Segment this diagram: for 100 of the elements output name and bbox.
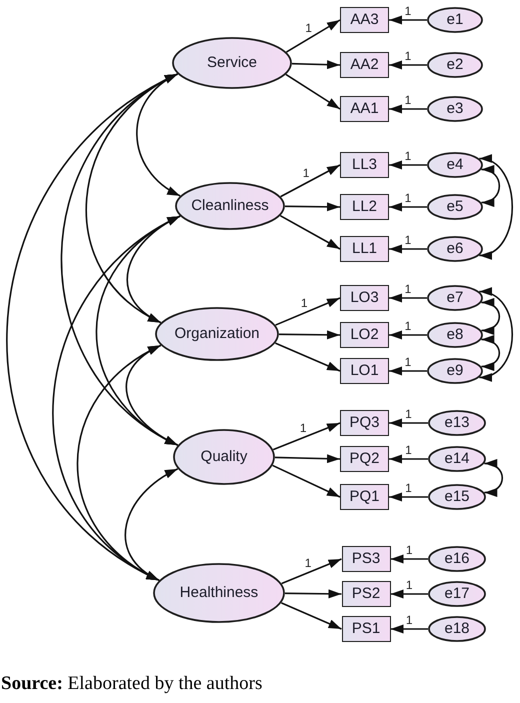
error-term-ellipse [427, 236, 483, 262]
latent-variable-ellipse [175, 182, 285, 230]
error-term-name: e9 [446, 362, 464, 380]
error-term-name: e14 [444, 450, 470, 468]
arrow [275, 297, 340, 326]
indicator-box [340, 152, 389, 178]
error-term-name: e7 [446, 290, 464, 306]
indicator-box [340, 358, 389, 384]
indicator-box [340, 446, 389, 472]
error-term-ellipse [427, 7, 483, 33]
indicator-name: AA3 [350, 12, 379, 28]
error-term-name: e1 [446, 12, 464, 28]
arrow [281, 602, 342, 630]
indicator-name: PQ3 [349, 414, 380, 432]
indicator-box [340, 96, 389, 122]
indicator-box [340, 322, 389, 348]
indicator-box [340, 484, 389, 510]
edge-label: 1 [404, 5, 412, 17]
error-term-ellipse [427, 322, 483, 348]
arrow [389, 418, 428, 428]
arrow [390, 554, 428, 564]
error-term-ellipse [427, 285, 483, 311]
error-term-name: e8 [446, 326, 464, 344]
edge-label: 1 [404, 283, 412, 295]
arrow [389, 492, 428, 502]
indicator-name: LO2 [350, 326, 379, 344]
error-term-name: e13 [444, 414, 470, 432]
arrow [389, 16, 427, 24]
arrow [389, 366, 427, 376]
edge-label: 1 [404, 444, 413, 456]
error-term-ellipse [428, 446, 486, 472]
edge-label: 1 [404, 482, 413, 494]
indicator-name: PQ2 [349, 450, 380, 468]
arrow [389, 202, 427, 212]
error-term-ellipse [427, 194, 483, 220]
edge-label: 1 [298, 422, 308, 434]
indicator-name: LL2 [352, 198, 378, 216]
edge-label: 1 [404, 320, 412, 332]
arrow [389, 104, 427, 114]
indicator-box [340, 52, 389, 78]
error-term-ellipse [427, 52, 483, 78]
edge-label: 1 [404, 94, 412, 106]
error-term-ellipse [427, 96, 483, 122]
error-term-name: e15 [444, 488, 470, 506]
edge-label: 1 [404, 614, 414, 626]
error-term-name: e6 [446, 240, 464, 258]
indicator-name: LO1 [350, 362, 379, 380]
indicator-box [340, 410, 389, 436]
error-term-ellipse [427, 358, 483, 384]
double-headed-arrow [124, 468, 178, 582]
arrow [389, 60, 427, 70]
arrow [390, 624, 428, 634]
arrow [389, 244, 427, 254]
edge-label: 1 [404, 544, 414, 556]
indicator-box [342, 581, 390, 607]
indicator-box [340, 7, 389, 33]
arrow [389, 454, 428, 464]
arrow [284, 202, 340, 212]
arrow [272, 464, 340, 498]
error-term-ellipse [428, 581, 486, 607]
indicator-name: AA1 [350, 100, 379, 118]
edge-label: 1 [404, 234, 412, 246]
indicator-name: PS1 [352, 620, 380, 638]
latent-variable-ellipse [153, 563, 285, 623]
variable-name: Organization [174, 326, 260, 342]
double-headed-arrow [484, 460, 503, 496]
edge-label: 1 [404, 579, 414, 591]
arrow [285, 74, 340, 110]
arrow [280, 214, 340, 250]
indicator-name: LO3 [350, 290, 379, 306]
double-headed-arrow [481, 166, 500, 206]
arrow [389, 330, 427, 340]
latent-variable-ellipse [173, 429, 275, 485]
indicator-name: LL3 [352, 156, 378, 174]
arrow [272, 422, 340, 450]
edge-label: 1 [300, 297, 309, 310]
variable-name: Quality [200, 448, 248, 466]
double-headed-arrow [481, 299, 500, 334]
edge-label: 1 [404, 356, 412, 368]
error-term-name: e5 [446, 198, 464, 216]
error-term-name: e3 [446, 100, 464, 118]
error-term-ellipse [427, 152, 483, 178]
indicator-box [340, 285, 389, 311]
edge-label: 1 [404, 150, 412, 162]
arrow [280, 164, 340, 198]
indicator-box [342, 616, 390, 642]
edge-label: 1 [404, 50, 412, 62]
arrow [390, 590, 428, 598]
edge-label: 1 [304, 556, 312, 569]
indicator-box [340, 194, 389, 220]
edge-label: 1 [304, 22, 313, 34]
arrow [389, 294, 427, 302]
variable-name: Healthiness [180, 584, 258, 602]
double-headed-arrow [479, 156, 513, 258]
double-headed-arrow [479, 289, 513, 380]
arrow [275, 342, 340, 372]
double-headed-arrow [481, 336, 500, 370]
arrow [284, 589, 342, 598]
indicator-box [342, 546, 390, 572]
indicator-name: PQ1 [349, 488, 380, 506]
